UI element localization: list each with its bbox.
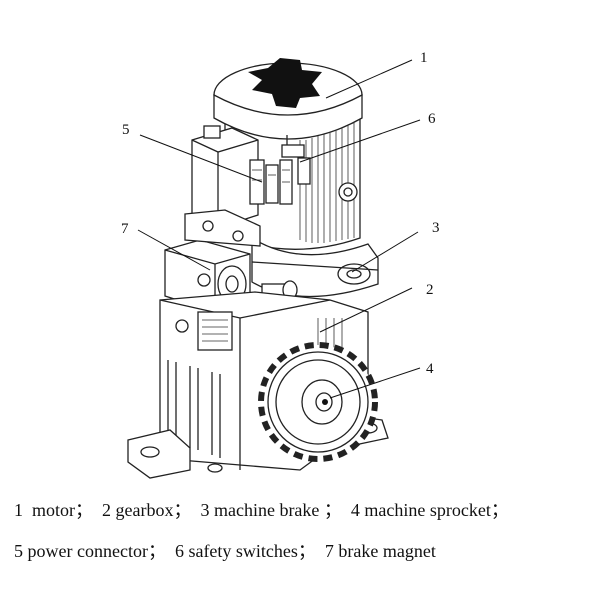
brake-magnet xyxy=(164,209,298,313)
callout-1: 1 xyxy=(420,50,428,66)
callout-3: 3 xyxy=(432,220,440,236)
callout-6: 6 xyxy=(428,111,436,127)
caption-line-2: 5 power connector； 6 safety switches； 7 … xyxy=(14,541,436,561)
safety-switches xyxy=(281,135,311,185)
callout-7: 7 xyxy=(121,221,129,237)
caption-line-1: 1 motor； 2 gearbox； 3 machine brake ； 4 … xyxy=(14,500,509,520)
fan-cover-icon xyxy=(248,58,322,108)
callout-2: 2 xyxy=(426,282,434,298)
leader-lines xyxy=(137,59,421,399)
callout-5: 5 xyxy=(122,122,130,138)
callout-4: 4 xyxy=(426,361,434,377)
machine-sprocket xyxy=(258,342,378,462)
power-connector xyxy=(191,125,293,229)
